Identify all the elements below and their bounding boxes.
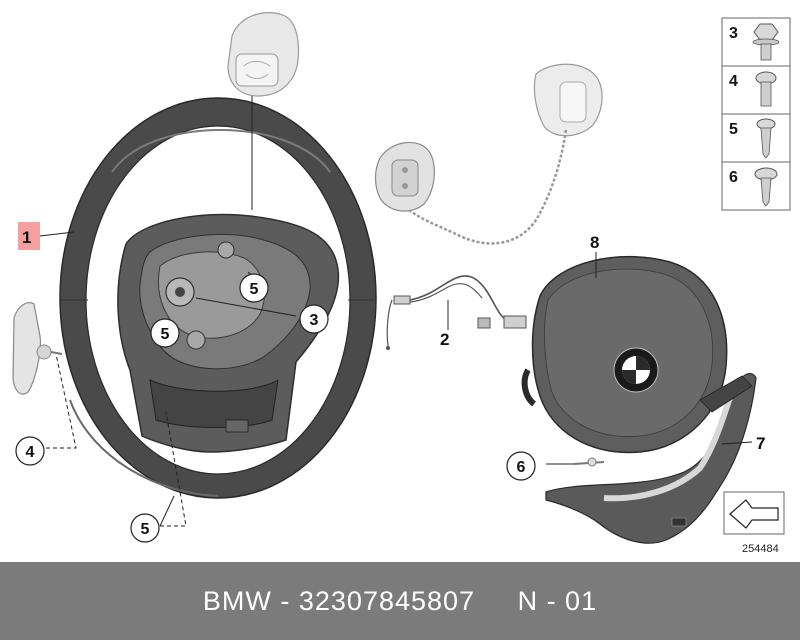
label-screw-trim: 6: [517, 459, 526, 476]
torx-washer-screw-icon: [754, 167, 778, 207]
legend-number-4: 6: [729, 169, 738, 186]
label-trim-cover: 7: [756, 434, 765, 453]
legend-number-1: 3: [729, 25, 738, 42]
wiring-harness: [386, 275, 527, 350]
multifunction-switch-left: [374, 141, 435, 212]
callout-screw-rear-bottom: 5: [130, 513, 160, 543]
label-wiring-harness: 2: [440, 330, 449, 349]
callout-screw-left: 4: [15, 436, 45, 466]
paddle-shifter-left: [12, 302, 63, 395]
torx-pan-screw-icon: [755, 71, 777, 107]
fastener-legend: 3 4 5 6: [721, 17, 791, 211]
diagram-reference-number: 254484: [742, 543, 779, 555]
multifunction-switch-upper: [227, 12, 300, 97]
legend-number-3: 5: [729, 121, 738, 138]
callout-screw-trim: 6: [506, 451, 536, 481]
part-number-footer: BMW - 32307845807 N - 01: [0, 562, 800, 640]
callout-bolt-center: 3: [299, 304, 329, 334]
bmw-roundel-icon: [613, 347, 659, 393]
label-screw-rear-bottom: 5: [141, 521, 150, 538]
hex-flange-bolt-icon: [752, 23, 780, 61]
trim-screw: [573, 457, 605, 467]
label-airbag-module: 8: [590, 233, 599, 252]
callout-steering-wheel: 1: [18, 222, 40, 250]
callout-screw-hub-upper: 5: [239, 273, 269, 303]
label-steering-wheel: 1: [22, 228, 31, 247]
footer-part-number: BMW - 32307845807 N - 01: [202, 585, 598, 616]
exploded-parts-diagram: 1 2 8 7 4 5 5 5 3 6 3 4: [12, 12, 791, 555]
orientation-arrow-icon: [723, 491, 785, 535]
steering-wheel-hub: [117, 213, 340, 453]
callout-screw-hub-lower: 5: [150, 318, 180, 348]
legend-number-2: 4: [729, 73, 738, 90]
label-screw-hub-lower: 5: [161, 326, 170, 343]
trim-cover: [545, 372, 757, 544]
multifunction-switch-right: [403, 63, 603, 245]
label-screw-hub-upper: 5: [250, 281, 259, 298]
airbag-module: [521, 255, 728, 454]
label-screw-left: 4: [26, 444, 35, 461]
label-bolt-center: 3: [310, 312, 319, 329]
torx-tapping-screw-icon: [756, 118, 776, 159]
